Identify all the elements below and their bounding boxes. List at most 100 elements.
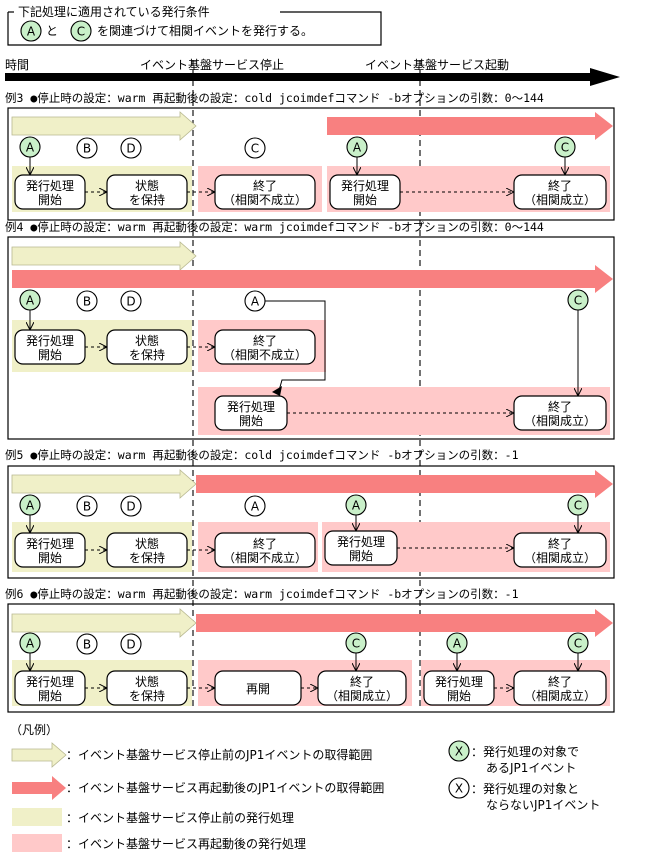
event-a: A [26,637,35,651]
condition-title: 下記処理に適用されている発行条件 [18,4,210,19]
svg-text:状態: 状態 [135,178,159,193]
end-box [214,174,316,210]
event-c: C [352,637,360,651]
stop-label: イベント基盤サービス停止 [140,57,284,72]
event-b: B [83,500,91,514]
event-a-icon [20,20,42,42]
svg-text:開始: 開始 [38,193,62,207]
event-c: C [574,637,582,651]
svg-text:X: X [455,745,463,759]
legend-title: （凡例） [10,723,58,737]
svg-text:終了: 終了 [253,178,277,193]
svg-text:開始: 開始 [349,549,373,563]
legend-target-text2: あるJP1イベント [486,761,576,775]
svg-text:を保持: を保持 [129,192,165,207]
event-c: C [561,141,569,155]
pre-stop-range-arrow [11,469,197,499]
event-a: A [353,141,362,155]
svg-text:状態: 状態 [135,674,159,689]
example-header: 例3 ●停止時の設定：warm 再起動後の設定：cold jcoimdefコマン… [5,91,544,105]
event-b: B [83,295,91,309]
event-c: C [251,142,259,156]
svg-text:を保持: を保持 [129,688,165,703]
legend-yellow-area-text: ：イベント基盤サービス停止前の発行処理 [66,810,294,825]
svg-text:発行処理: 発行処理 [435,675,483,689]
legend-pink-area [12,834,62,852]
svg-text:を保持: を保持 [129,347,165,362]
svg-text:開始: 開始 [353,193,377,207]
end-box [513,395,607,431]
timeline: 時間 イベント基盤サービス停止 イベント基盤サービス起動 [5,57,620,86]
svg-text:発行処理: 発行処理 [26,179,74,193]
svg-text:状態: 状態 [135,536,159,551]
svg-text:発行処理: 発行処理 [26,537,74,551]
pre-stop-range-arrow [11,608,197,638]
svg-text:（相関成立）: （相関成立） [524,192,596,207]
svg-text:（相関成立）: （相関成立） [524,413,596,428]
event-a: A [251,500,260,514]
end-box [214,329,316,365]
svg-text:再開: 再開 [246,682,270,696]
svg-text:発行処理: 発行処理 [341,179,389,193]
svg-text:（相関成立）: （相関成立） [524,688,596,703]
example-4: 例4 ●停止時の設定：warm 再起動後の設定：warm jcoimdefコマン… [5,220,615,440]
event-a: A [26,294,35,308]
legend-yellow-arrow [11,742,67,768]
svg-text:終了: 終了 [548,399,572,414]
start-label: イベント基盤サービス起動 [365,58,509,72]
svg-text:開始: 開始 [447,689,471,703]
time-arrow-head [590,68,620,86]
example-header: 例6 ●停止時の設定：warm 再起動後の設定：warm jcoimdefコマン… [5,587,519,601]
legend-target-text1: ：発行処理の対象で [471,745,579,759]
legend-yellow-area [12,808,62,826]
example-3: 例3 ●停止時の設定：warm 再起動後の設定：cold jcoimdefコマン… [5,91,615,221]
event-a: A [352,499,361,513]
event-a: A [26,499,35,513]
end-box [513,174,607,210]
legend-yellow-arrow-text: ：イベント基盤サービス停止前のJP1イベントの取得範囲 [66,747,372,762]
example-header: 例4 ●停止時の設定：warm 再起動後の設定：warm jcoimdefコマン… [5,220,544,234]
end-box [317,670,407,706]
event-b: B [83,142,91,156]
svg-text:（相関不成立）: （相関不成立） [223,192,307,207]
event-a: A [251,295,260,309]
post-restart-range-arrow [196,609,613,637]
event-a: A [26,141,35,155]
svg-text:を保持: を保持 [129,550,165,565]
post-restart-range-arrow [196,470,613,498]
time-label: 時間 [5,58,29,72]
svg-text:発行処理: 発行処理 [26,675,74,689]
pre-stop-range-arrow [11,241,197,271]
event-d: D [126,142,135,156]
svg-text:終了: 終了 [253,333,277,348]
svg-text:X: X [455,782,463,796]
svg-text:終了: 終了 [548,536,572,551]
legend-target-icon [448,740,470,762]
event-d: D [126,500,135,514]
svg-text:（相関不成立）: （相関不成立） [223,347,307,362]
legend-nontarget-icon [448,777,470,799]
svg-text:終了: 終了 [253,536,277,551]
svg-text:開始: 開始 [38,348,62,362]
event-d: D [126,295,135,309]
svg-text:発行処理: 発行処理 [337,535,385,549]
condition-text: を関連づけて相関イベントを発行する。 [97,24,313,38]
svg-text:開始: 開始 [239,414,263,428]
legend-nontarget-text2: ならないJP1イベント [486,798,600,812]
end-box [513,532,607,568]
legend-pink-arrow-text: ：イベント基盤サービス再起動後のJP1イベントの取得範囲 [66,780,384,795]
svg-text:開始: 開始 [38,551,62,565]
event-b: B [83,638,91,652]
event-a: A [453,637,462,651]
event-c: C [574,499,582,513]
svg-text:状態: 状態 [135,333,159,348]
event-c: C [574,294,582,308]
svg-text:発行処理: 発行処理 [227,400,275,414]
legend-pink-arrow [12,776,66,800]
svg-text:（相関成立）: （相関成立） [524,550,596,565]
legend-pink-area-text: ：イベント基盤サービス再起動後の発行処理 [66,837,306,851]
svg-text:終了: 終了 [548,178,572,193]
svg-text:発行処理: 発行処理 [26,334,74,348]
pre-stop-range-arrow [11,111,197,141]
